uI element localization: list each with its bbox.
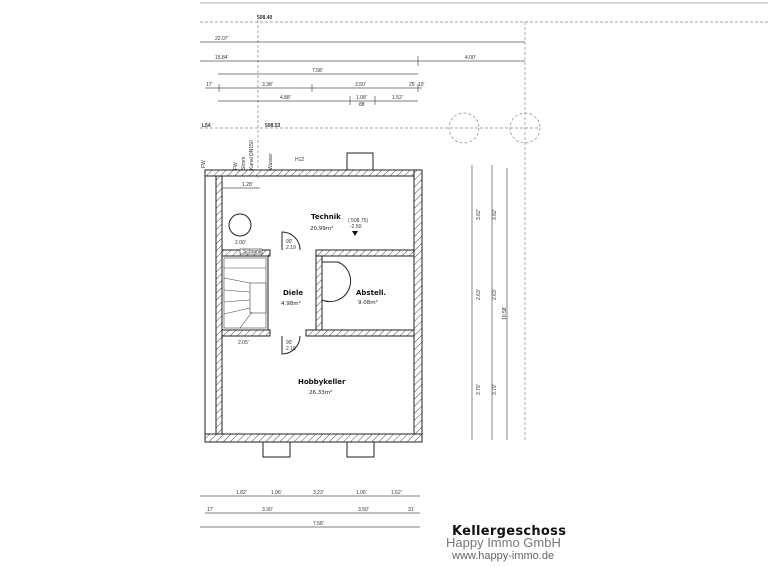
svg-text:1.28': 1.28' — [242, 182, 253, 188]
svg-text:22.07': 22.07' — [215, 36, 229, 42]
utility-labels: FW FW Strom Kanal DN150 Wasser H12 — [201, 140, 304, 170]
svg-text:3.23': 3.23' — [313, 490, 324, 496]
room-diele: Diele 4.98m² — [281, 289, 303, 307]
svg-text:17': 17' — [207, 507, 214, 513]
svg-text:9.08m²: 9.08m² — [358, 299, 378, 306]
walls — [204, 169, 423, 443]
svg-text:7.58': 7.58' — [313, 521, 324, 527]
svg-text:1.06': 1.06' — [271, 490, 282, 496]
svg-text:90': 90' — [286, 239, 293, 245]
svg-text:1.06': 1.06' — [356, 490, 367, 496]
dimensions-top: 22.07' 15.84' 4.00' 7.58' 17' 3.38' 3.50… — [200, 36, 525, 108]
svg-text:Hobbykeller: Hobbykeller — [298, 378, 346, 386]
svg-text:90': 90' — [286, 340, 293, 346]
dimensions-bottom: 1.82' 1.06' 3.23' 1.06' 1.62' 17' 3.30' … — [200, 490, 420, 528]
svg-text:Diele: Diele — [283, 289, 303, 297]
svg-text:2.63': 2.63' — [492, 289, 498, 300]
website-link[interactable]: www.happy-immo.de — [452, 550, 555, 562]
svg-text:3.30': 3.30' — [262, 507, 273, 513]
svg-text:4.00': 4.00' — [465, 55, 476, 61]
svg-text:31': 31' — [408, 507, 415, 513]
svg-text:3.79': 3.79' — [476, 384, 482, 395]
svg-text:2.00': 2.00' — [235, 240, 246, 246]
svg-text:Technik: Technik — [311, 213, 341, 221]
svg-text:2.16: 2.16 — [286, 346, 296, 352]
svg-text:4.98m²: 4.98m² — [281, 300, 301, 307]
svg-text:20.99m²: 20.99m² — [310, 225, 333, 232]
level-mid: 508.53 — [265, 123, 281, 129]
window-wells — [262, 152, 375, 458]
room-abstell: Abstell. 9.08m² — [356, 289, 386, 306]
boiler-symbol — [228, 213, 252, 237]
svg-text:4.88': 4.88' — [280, 95, 291, 101]
level-marker-icon — [352, 231, 358, 236]
svg-text:25': 25' — [409, 82, 416, 88]
svg-text:Schrank: Schrank — [243, 249, 262, 255]
svg-text:7.58': 7.58' — [312, 68, 323, 74]
doors — [281, 231, 352, 355]
svg-text:-2.50: -2.50 — [350, 224, 362, 230]
room-hobbykeller: Hobbykeller 26.33m² — [298, 378, 346, 396]
svg-text:10': 10' — [418, 82, 425, 88]
svg-text:Kanal DN150: Kanal DN150 — [249, 140, 255, 170]
svg-text:Strom: Strom — [241, 157, 247, 170]
axis-marker — [509, 112, 541, 144]
svg-text:2.19: 2.19 — [286, 245, 296, 251]
level-top: 508.40 — [257, 15, 273, 21]
room-technik: Technik 20.99m² ( 508.75) -2.50 — [310, 213, 368, 236]
level-label: L54 — [202, 123, 211, 129]
svg-text:88: 88 — [359, 102, 365, 108]
svg-text:3.82': 3.82' — [492, 209, 498, 220]
svg-text:1.52': 1.52' — [392, 95, 403, 101]
company-name: Happy Immo GmbH — [446, 535, 561, 550]
svg-text:2.05': 2.05' — [238, 340, 249, 346]
svg-text:FW: FW — [201, 160, 207, 168]
staircase — [223, 257, 267, 329]
svg-text:Abstell.: Abstell. — [356, 289, 386, 297]
svg-text:17': 17' — [206, 82, 213, 88]
svg-text:3.38': 3.38' — [262, 82, 273, 88]
svg-text:H12: H12 — [295, 157, 304, 163]
svg-text:2.63': 2.63' — [476, 289, 482, 300]
svg-text:1.82': 1.82' — [236, 490, 247, 496]
svg-text:3.50': 3.50' — [358, 507, 369, 513]
svg-text:1.62': 1.62' — [391, 490, 402, 496]
svg-text:15.84': 15.84' — [215, 55, 229, 61]
svg-text:( 508.75): ( 508.75) — [348, 218, 368, 224]
svg-text:3.79': 3.79' — [492, 384, 498, 395]
svg-text:FW: FW — [233, 162, 239, 170]
svg-text:Wasser: Wasser — [268, 153, 274, 170]
svg-text:10.58': 10.58' — [502, 306, 508, 320]
schrank — [239, 248, 263, 255]
svg-text:3.82': 3.82' — [476, 209, 482, 220]
svg-text:26.33m²: 26.33m² — [309, 389, 332, 396]
axis-marker — [448, 112, 480, 144]
plan-title: Kellergeschoss — [452, 524, 567, 539]
svg-text:1.08': 1.08' — [356, 95, 367, 101]
dimensions-right: 3.79' 2.63' 3.82' 3.79' 2.63' 3.82' 10.5… — [471, 165, 508, 440]
svg-text:3.50': 3.50' — [355, 82, 366, 88]
